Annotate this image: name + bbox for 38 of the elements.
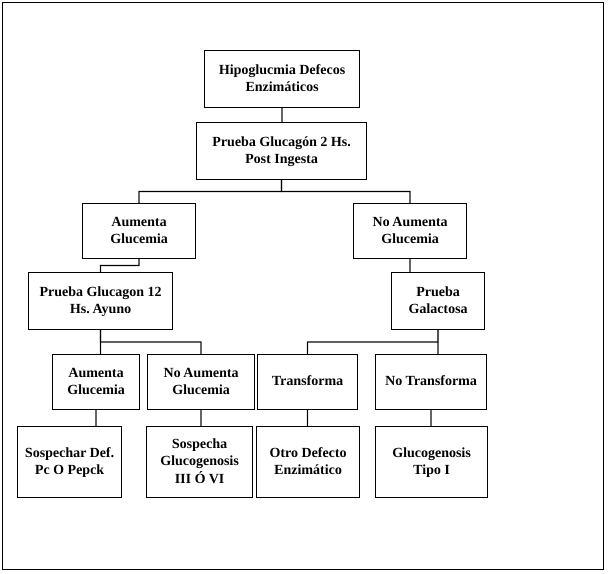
connector-line (100, 330, 202, 354)
connector-line (437, 330, 439, 354)
box-label: Hipoglucmia Defecos Enzimáticos (218, 62, 346, 96)
process-box (28, 272, 173, 330)
box-label: No Aumenta Glucemia (162, 364, 240, 400)
box-label: Prueba Galactosa (407, 284, 469, 318)
connector-line (281, 108, 283, 122)
box-label: Transforma (272, 373, 344, 391)
box-label: Sospechar Def. Pc O Pepck (24, 444, 116, 480)
process-box (353, 203, 467, 259)
process-box (82, 203, 196, 259)
box-label: Prueba Glucagón 2 Hs. Post Ingesta (211, 134, 352, 168)
process-box (375, 426, 488, 498)
connector-line (200, 410, 202, 426)
box-label: Prueba Glucagon 12 Hs. Ayuno (38, 284, 163, 318)
process-box (52, 354, 140, 410)
box-label: Sospecha Glucogenosis III Ó VI (159, 436, 240, 488)
process-box (257, 354, 358, 410)
process-box (146, 426, 253, 498)
process-box (375, 354, 487, 410)
box-label: Aumenta Glucemia (66, 364, 126, 400)
process-box (391, 272, 485, 330)
connector-line (95, 410, 97, 426)
connector-line (409, 259, 411, 272)
connector-line (100, 259, 140, 272)
box-label: No Transforma (385, 373, 477, 391)
box-label: No Aumenta Glucemia (371, 214, 449, 248)
connector-line (280, 180, 411, 203)
process-box (204, 50, 360, 108)
box-label: Aumenta Glucemia (109, 214, 169, 248)
process-box (17, 426, 122, 498)
connector-line (306, 410, 308, 426)
box-label: Glucogenosis Tipo I (391, 444, 472, 480)
process-box (196, 122, 367, 180)
process-box (147, 354, 255, 410)
connector-line (430, 410, 432, 426)
box-label: Otro Defecto Enzimático (268, 444, 348, 480)
process-box (256, 426, 360, 498)
